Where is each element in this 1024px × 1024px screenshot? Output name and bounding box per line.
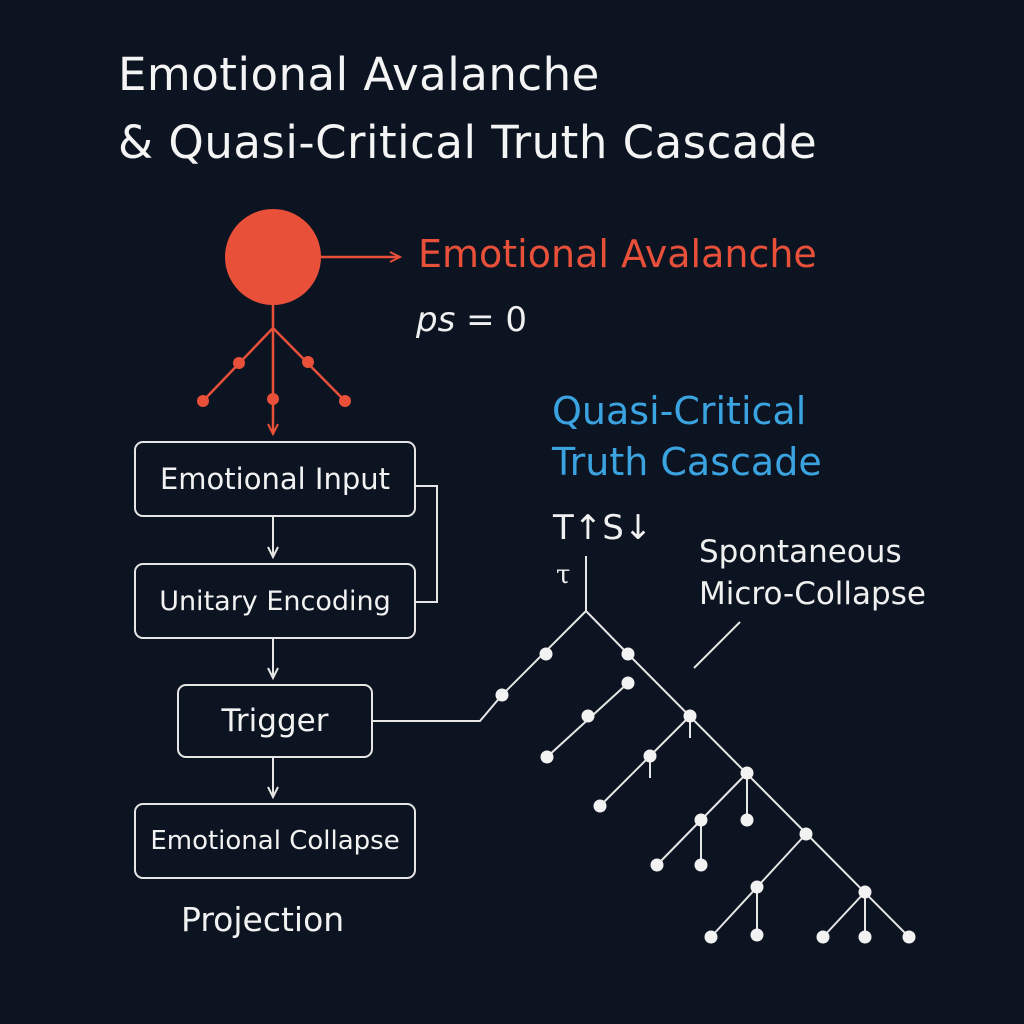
avalanche-node <box>233 357 245 369</box>
avalanche-label: Emotional Avalanche <box>418 232 817 276</box>
cascade-node <box>621 647 635 661</box>
micro-collapse-label-line-2: Micro-Collapse <box>699 576 926 612</box>
trigger-box: Trigger <box>177 684 373 758</box>
cascade-node <box>643 749 657 763</box>
cascade-node <box>540 750 554 764</box>
cascade-tau: τ <box>556 560 571 590</box>
cascade-node <box>704 930 718 944</box>
projection-label: Projection <box>181 900 345 939</box>
avalanche-node <box>267 393 279 405</box>
avalanche-formula: ps = 0 <box>416 300 527 340</box>
emotional-input-box: Emotional Input <box>134 441 416 517</box>
cascade-node <box>694 813 708 827</box>
cascade-node <box>621 676 635 690</box>
unitary-encoding-box: Unitary Encoding <box>134 563 416 639</box>
emotional-collapse-box: Emotional Collapse <box>134 803 416 879</box>
avalanche-node <box>339 395 351 407</box>
cascade-node <box>539 647 553 661</box>
cascade-node <box>650 858 664 872</box>
cascade-edge <box>599 715 691 807</box>
feedback-bracket <box>416 485 438 603</box>
trigger-to-cascade-line <box>373 694 503 722</box>
formula-lhs: ps <box>416 300 456 340</box>
diagram-title-line-1: Emotional Avalanche <box>118 48 600 101</box>
diagram-title-line-2: & Quasi-Critical Truth Cascade <box>118 116 818 169</box>
micro-collapse-label-line-1: Spontaneous <box>699 534 902 570</box>
flow-connectors <box>273 485 503 797</box>
formula-rhs: = 0 <box>455 300 528 340</box>
cascade-node <box>593 799 607 813</box>
truth-cascade-tree <box>501 556 910 938</box>
cascade-node <box>799 827 813 841</box>
avalanche-source <box>197 209 400 434</box>
cascade-node <box>750 880 764 894</box>
cascade-node <box>694 858 708 872</box>
cascade-label-line-1: Quasi-Critical <box>552 389 807 433</box>
cascade-node <box>740 813 754 827</box>
cascade-edge <box>822 891 866 938</box>
cascade-label-line-2: Truth Cascade <box>552 440 822 484</box>
cascade-node <box>683 709 697 723</box>
cascade-node <box>495 688 509 702</box>
cascade-node <box>816 930 830 944</box>
truth-cascade-nodes <box>495 647 916 944</box>
avalanche-source-node <box>225 209 321 305</box>
cascade-node <box>858 930 872 944</box>
micro-collapse-pointer <box>693 621 741 669</box>
avalanche-node <box>197 395 209 407</box>
cascade-node <box>902 930 916 944</box>
cascade-node <box>740 766 754 780</box>
cascade-edge <box>585 610 629 655</box>
avalanche-node <box>302 356 314 368</box>
cascade-node <box>581 709 595 723</box>
cascade-symbols: T↑S↓ <box>553 508 653 548</box>
cascade-node <box>750 928 764 942</box>
cascade-node <box>858 885 872 899</box>
